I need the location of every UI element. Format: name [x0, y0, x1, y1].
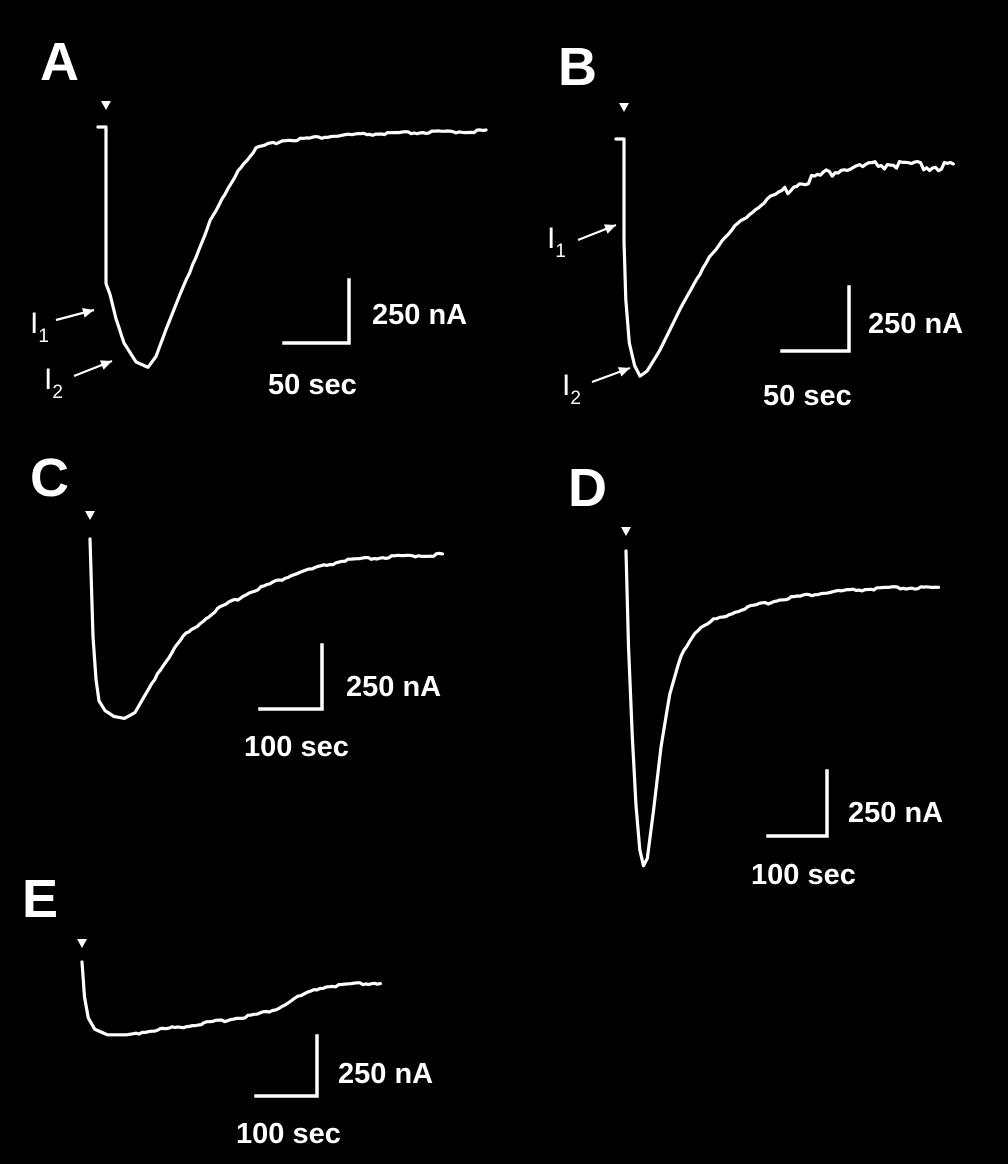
scale-bar: [780, 285, 851, 353]
current-trace: [88, 537, 445, 720]
scale-bar: [258, 643, 324, 711]
scale-bar-current-label: 250 nA: [346, 671, 441, 703]
scale-bar: [282, 278, 351, 345]
panel-letter: D: [568, 458, 607, 518]
scale-bar-time-label: 100 sec: [244, 731, 349, 763]
arrow-head: [617, 367, 630, 377]
arrow-head: [82, 308, 94, 318]
panel-letter: B: [558, 37, 597, 97]
scale-bar-time-label: 50 sec: [268, 369, 357, 401]
scale-bar-time-label: 100 sec: [751, 859, 856, 891]
scale-bar-current-label: 250 nA: [372, 299, 467, 331]
scale-bar-current-label: 250 nA: [338, 1058, 433, 1090]
current-trace: [624, 549, 941, 868]
stimulus-marker: [619, 103, 629, 112]
panel-c: C 250 nA 100 sec: [30, 448, 445, 763]
annotation-label-i2: I2: [44, 363, 63, 403]
panel-letter: C: [30, 448, 69, 508]
stimulus-marker: [77, 939, 87, 948]
annotation-label-i1: I1: [30, 307, 49, 347]
scale-bar-current-label: 250 nA: [868, 308, 963, 340]
panel-e: E 250 nA 100 sec: [22, 869, 433, 1150]
stimulus-marker: [85, 511, 95, 520]
scale-bar-time-label: 50 sec: [763, 380, 852, 412]
arrow-head: [99, 360, 112, 370]
arrow-head: [603, 224, 616, 234]
scale-bar-current-label: 250 nA: [848, 797, 943, 829]
annotation-label-i2: I2: [562, 369, 581, 409]
scale-bar: [254, 1034, 319, 1098]
stimulus-marker: [621, 527, 631, 536]
current-trace: [614, 137, 955, 378]
scale-bar-time-label: 100 sec: [236, 1118, 341, 1150]
scale-bar: [766, 769, 829, 838]
panel-letter: A: [40, 32, 79, 92]
annotation-label-i1: I1: [547, 222, 566, 262]
current-trace: [80, 960, 382, 1037]
panel-d: D 250 nA 100 sec: [568, 458, 943, 891]
current-trace: [96, 125, 488, 369]
stimulus-marker: [101, 101, 111, 110]
panel-letter: E: [22, 869, 58, 929]
